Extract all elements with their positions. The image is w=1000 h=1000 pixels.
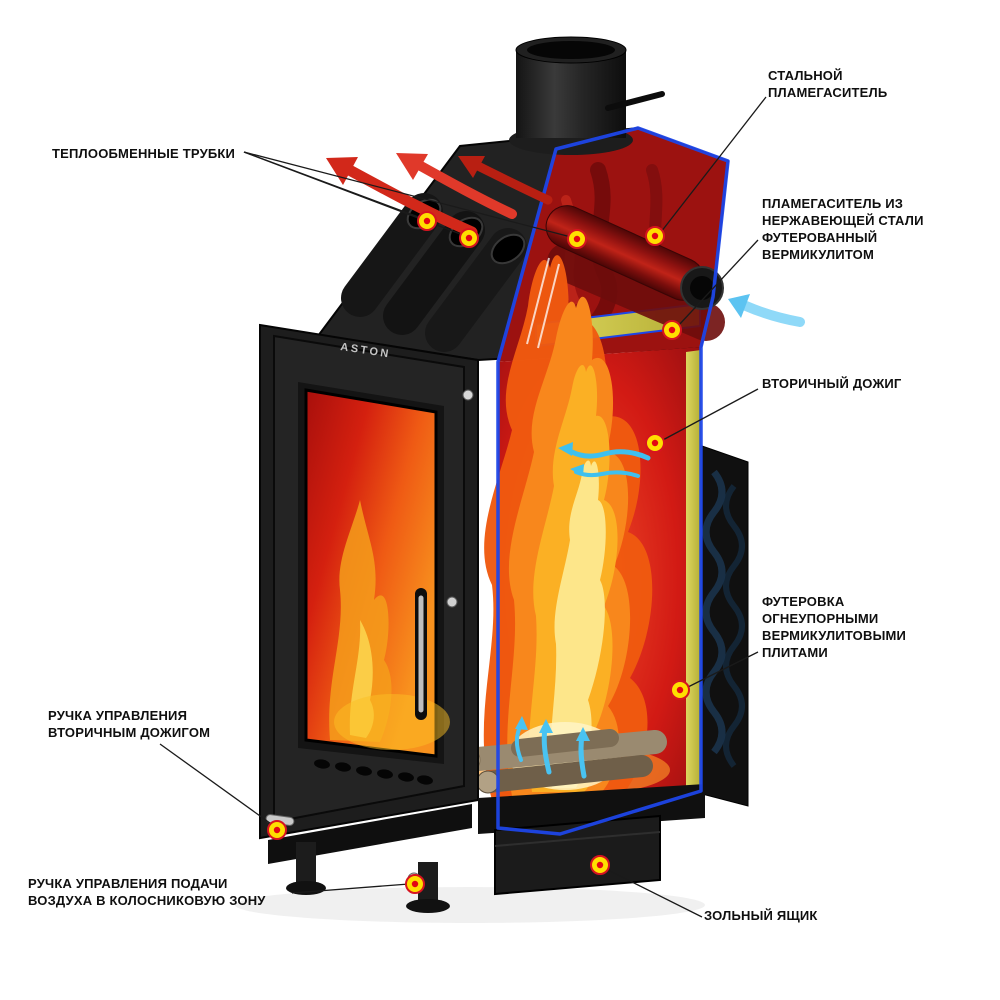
airwash-lines: [526, 257, 560, 349]
door-latch-pin: [446, 596, 458, 608]
damper-rod: [605, 91, 665, 111]
front-door: ASTON: [259, 323, 479, 840]
marker-heat-tube-3: [567, 229, 587, 249]
marker-stainless-arrester: [662, 320, 682, 340]
door-hinge-pin: [462, 389, 474, 401]
marker-steel-arrester: [645, 226, 665, 246]
cut-outline: [496, 126, 730, 836]
label-vermiculite-lining: ФУТЕРОВКА ОГНЕУПОРНЫМИ ВЕРМИКУЛИТОВЫМИ П…: [762, 594, 907, 660]
secondary-air-arrows: [558, 442, 651, 478]
marker-secondary-handle: [267, 820, 287, 840]
marker-lining: [670, 680, 690, 700]
convector-fins: [701, 445, 749, 807]
label-secondary-afterburn: ВТОРИЧНЫЙ ДОЖИГ: [762, 376, 902, 391]
base-leg: [296, 842, 316, 886]
ground-shadow: [235, 887, 705, 923]
label-heat-exchange-tubes: ТЕПЛООБМЕННЫЕ ТРУБКИ: [52, 146, 236, 161]
marker-heat-tube-2: [459, 228, 479, 248]
callout-markers: [267, 211, 690, 894]
cold-air-arrow: [728, 294, 805, 327]
stove-base: [268, 784, 705, 913]
marker-secondary-burn: [645, 433, 665, 453]
hot-air-arrows: [326, 153, 553, 238]
label-secondary-burn-handle: РУЧКА УПРАВЛЕНИЯ ВТОРИЧНЫМ ДОЖИГОМ: [48, 708, 211, 740]
label-grate-air-handle: РУЧКА УПРАВЛЕНИЯ ПОДАЧИ ВОЗДУХА В КОЛОСН…: [28, 876, 266, 908]
door-air-vents: [314, 759, 433, 785]
label-stainless-flame-arrester: ПЛАМЕГАСИТЕЛЬ ИЗ НЕРЖАВЕЮЩЕЙ СТАЛИ ФУТЕР…: [762, 196, 924, 262]
marker-ash-box: [590, 855, 610, 875]
label-steel-flame-arrester: СТАЛЬНОЙ ПЛАМЕГАСИТЕЛЬ: [768, 68, 888, 100]
label-ash-box: ЗОЛЬНЫЙ ЯЩИК: [704, 908, 818, 923]
chimney-pipe: [509, 36, 665, 155]
vermiculite-side-lining: [686, 350, 701, 794]
heat-exchange-tubes: [341, 193, 527, 352]
marker-grate-air-handle: [405, 874, 425, 894]
marker-heat-tube-1: [417, 211, 437, 231]
base-leg: [418, 862, 438, 904]
grate-air-arrows: [514, 716, 590, 779]
